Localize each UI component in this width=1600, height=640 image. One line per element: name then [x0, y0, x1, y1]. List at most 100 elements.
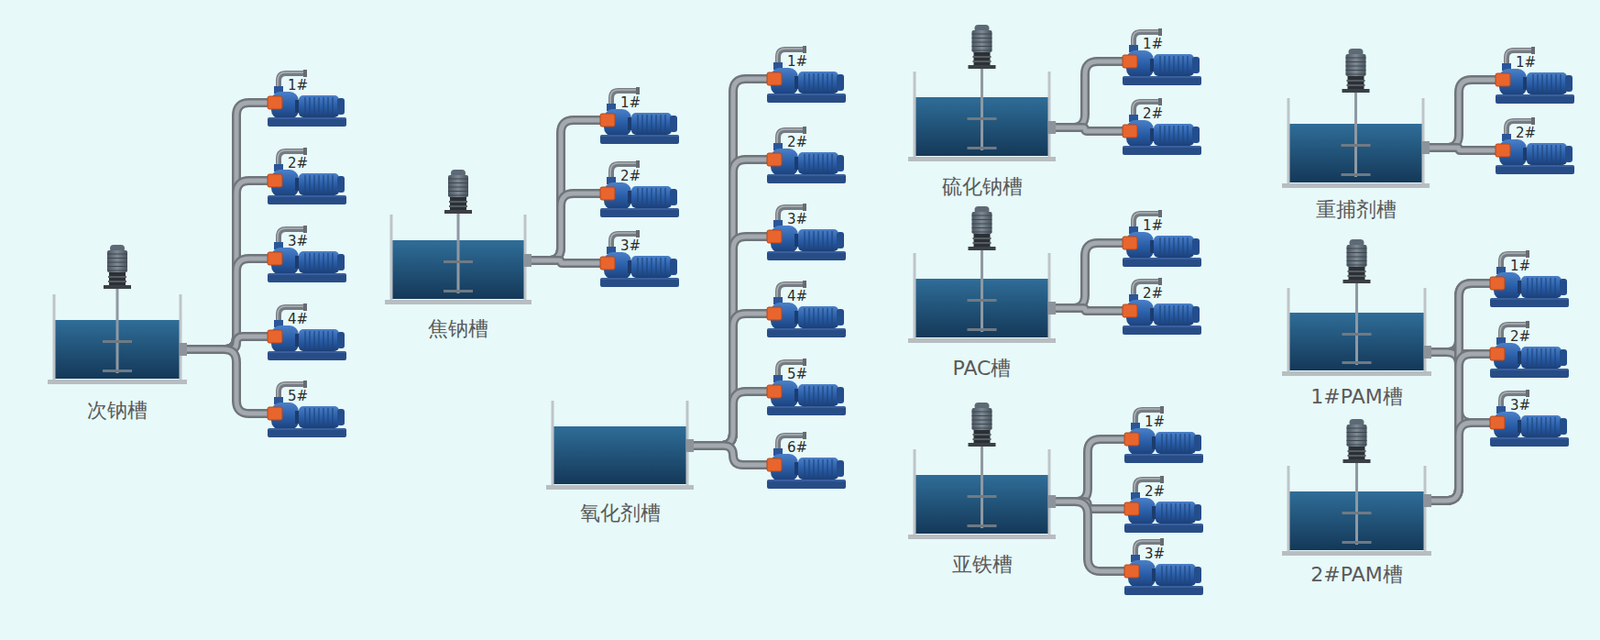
base-highlight: [1123, 326, 1201, 328]
base-highlight: [601, 208, 679, 210]
pipe-flange: [1160, 475, 1164, 483]
inlet-flange: [600, 113, 615, 127]
motor-fin: [317, 97, 319, 116]
tank-label-box: 2#PAM槽: [1310, 561, 1403, 588]
pipe-inner: [1431, 422, 1491, 501]
pipe-flange: [1525, 320, 1530, 329]
coupling-band: [108, 275, 127, 278]
pump-number: 3#: [1144, 545, 1165, 562]
pump-label-box: 2#: [620, 167, 641, 185]
tank-base: [1282, 550, 1432, 556]
motor-endcap: [836, 231, 844, 249]
motor-fin: [1177, 55, 1179, 75]
mixer-impeller: [1341, 173, 1371, 176]
inlet-flange: [1490, 347, 1505, 361]
motor-endcap: [836, 308, 844, 326]
pump-motor: [1155, 563, 1196, 586]
pump: 6#: [767, 431, 846, 491]
inlet-flange: [1495, 73, 1511, 87]
base-highlight: [268, 428, 346, 430]
pipe-inner: [186, 258, 268, 350]
motor-fin: [1174, 433, 1176, 452]
inlet-flange: [767, 153, 782, 166]
inlet-flange: [1495, 143, 1511, 157]
motor-fin: [1535, 416, 1537, 436]
inlet-flange: [767, 458, 782, 472]
motor-fin: [1347, 436, 1368, 438]
pipe-connector: [1055, 307, 1123, 311]
motor-endcap: [1192, 126, 1200, 143]
pipe-flange: [1531, 117, 1535, 125]
motor-fin: [448, 195, 469, 197]
motor-fin: [972, 415, 993, 417]
motor-fin: [1531, 416, 1533, 436]
tank-label-box: 次钠槽: [87, 397, 148, 424]
pipe-connector: [186, 258, 268, 350]
pump: 2#: [600, 160, 680, 220]
motor-fin: [322, 330, 324, 350]
mixer-impeller: [967, 117, 998, 121]
tank-label-box: 氧化剂槽: [580, 500, 661, 527]
motor-fin: [659, 187, 661, 207]
motor-fin: [1163, 237, 1165, 256]
pipe-outer: [186, 180, 268, 350]
pipe-outer: [186, 102, 268, 350]
base-highlight: [1125, 586, 1203, 588]
coupling-band: [1347, 84, 1366, 87]
pipe-flange: [1160, 537, 1164, 546]
pump-base: [1124, 523, 1204, 533]
motor-fin: [1554, 348, 1556, 367]
pipe-connector: [531, 193, 601, 261]
motor-fin: [1535, 277, 1537, 296]
pump-label-box: 3#: [1144, 545, 1165, 562]
coupling-band: [1347, 79, 1366, 82]
pipe-outer: [186, 349, 268, 414]
motor-fin: [448, 178, 469, 180]
mixer-motor: [448, 175, 469, 198]
tank-graphic: [1282, 98, 1430, 190]
pipe-inner: [186, 102, 268, 350]
pump-number: 4#: [287, 310, 308, 328]
motor-fin: [641, 114, 643, 133]
mixer-impeller: [102, 369, 132, 373]
motor-fin: [1532, 144, 1534, 164]
motor-fin: [1188, 433, 1190, 452]
pump-motor: [1155, 501, 1196, 524]
pump: 2#: [1124, 475, 1204, 535]
pump-base: [600, 277, 680, 287]
pump-number: 1#: [287, 76, 308, 94]
tank-base: [384, 299, 532, 305]
tank-graphic: [546, 400, 694, 492]
pump-label-box: 2#: [287, 154, 308, 172]
pump-base: [267, 350, 347, 361]
pipe-flange: [802, 431, 807, 439]
coupling-band: [973, 55, 992, 58]
motor-fin: [322, 175, 324, 194]
motor-fin: [448, 186, 469, 188]
base-highlight: [767, 252, 845, 253]
base-highlight: [1123, 76, 1201, 78]
motor-fin: [1559, 144, 1561, 164]
pipe-flange: [1158, 277, 1162, 285]
motor-fin: [1177, 305, 1179, 324]
tank-label: 次钠槽: [87, 398, 148, 422]
mixer-impeller: [1341, 143, 1371, 147]
base-highlight: [1496, 95, 1574, 97]
motor-fin: [1545, 348, 1546, 367]
motor-fin: [1177, 237, 1179, 256]
mixer-mount: [1342, 88, 1370, 93]
pump-base: [767, 479, 846, 489]
motor-fin: [1526, 416, 1528, 436]
pump-number: 6#: [787, 438, 808, 456]
pipe-flange: [1160, 405, 1164, 414]
pipe-outer: [1055, 307, 1123, 311]
motor-endcap: [1194, 504, 1202, 521]
motor-fin: [972, 219, 993, 220]
pump-number: 2#: [1144, 482, 1165, 500]
motor-fin: [304, 175, 306, 194]
pipe-outer: [1429, 79, 1496, 148]
motor-fin: [803, 385, 805, 405]
motor-fin: [107, 257, 128, 259]
mixer-mount: [1343, 279, 1371, 284]
